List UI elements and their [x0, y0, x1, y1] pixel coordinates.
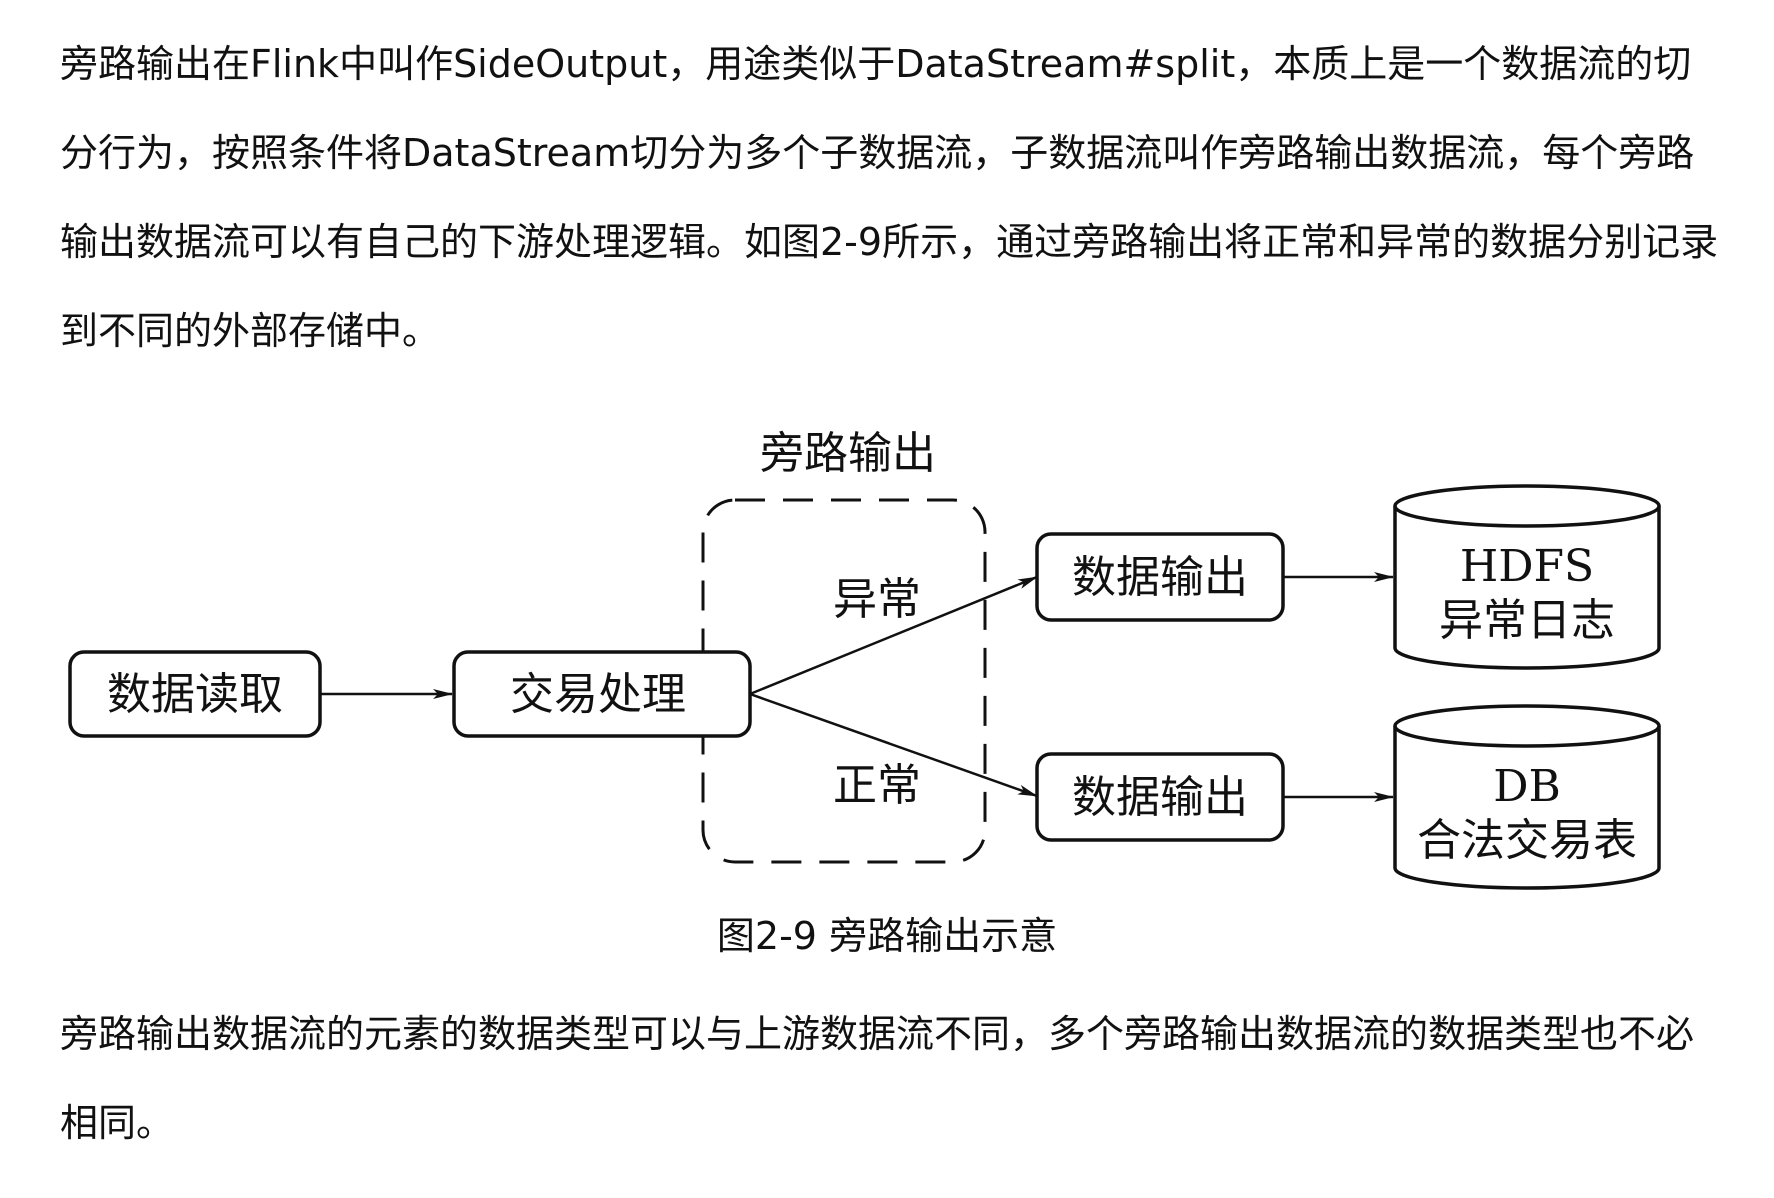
abnormal-branch-label: 异常: [833, 574, 921, 625]
intro-paragraph: 旁路输出在Flink中叫作SideOutput，用途类似于DataStream#…: [60, 42, 1719, 353]
figure-caption: 图2-9 旁路输出示意: [716, 914, 1058, 958]
side-output-diagram: 旁路输出 数据读取 交易处理 异常 正常 数据输出 数据输出 HDFS 异常日志…: [68, 428, 1661, 890]
output-top-label: 数据输出: [1072, 552, 1248, 603]
closing-paragraph: 旁路输出数据流的元素的数据类型可以与上游数据流不同，多个旁路输出数据流的数据类型…: [60, 1012, 1695, 1145]
arrow-abnormal-branch: [749, 575, 1038, 696]
db-sublabel: 合法交易表: [1417, 815, 1637, 866]
hdfs-storage-cylinder: [1393, 484, 1661, 670]
source-label: 数据读取: [107, 669, 283, 720]
db-storage-cylinder: [1393, 704, 1661, 890]
normal-branch-label: 正常: [833, 760, 921, 811]
process-label: 交易处理: [510, 669, 686, 720]
output-bottom-label: 数据输出: [1072, 772, 1248, 823]
hdfs-sublabel: 异常日志: [1439, 595, 1615, 646]
arrow-normal-branch: [749, 692, 1038, 798]
side-output-group-label: 旁路输出: [760, 428, 936, 479]
hdfs-label: HDFS: [1460, 541, 1594, 592]
db-label: DB: [1493, 761, 1561, 812]
